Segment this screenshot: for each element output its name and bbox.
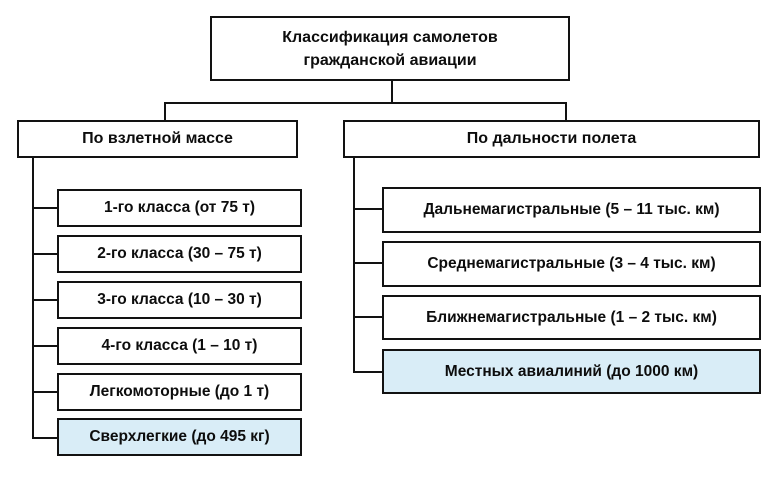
node-class-4: 4-го класса (1 – 10 т) xyxy=(57,327,302,365)
connector-right-drop xyxy=(565,102,567,122)
node-class-3: 3-го класса (10 – 30 т) xyxy=(57,281,302,319)
connector-right-spine xyxy=(353,157,355,373)
connector-right-stub-3 xyxy=(353,316,382,318)
connector-left-stub-1 xyxy=(32,207,57,209)
connector-left-spine xyxy=(32,157,34,439)
connector-bridge xyxy=(164,102,567,104)
connector-right-stub-4 xyxy=(353,371,382,373)
connector-title-drop xyxy=(391,80,393,104)
connector-left-stub-5 xyxy=(32,391,57,393)
root-title-line-2: гражданской авиации xyxy=(303,51,477,69)
branch-header-flight-range: По дальности полета xyxy=(343,120,760,158)
node-class-2: 2-го класса (30 – 75 т) xyxy=(57,235,302,273)
root-node-title: Классификация самолетов гражданской авиа… xyxy=(210,16,570,81)
node-ultralight: Сверхлегкие (до 495 кг) xyxy=(57,418,302,456)
connector-left-stub-6 xyxy=(32,437,57,439)
connector-right-stub-1 xyxy=(353,208,382,210)
connector-left-stub-3 xyxy=(32,299,57,301)
connector-left-drop xyxy=(164,102,166,122)
connector-left-stub-2 xyxy=(32,253,57,255)
node-medium-haul: Среднемагистральные (3 – 4 тыс. км) xyxy=(382,241,761,287)
node-long-haul: Дальнемагистральные (5 – 11 тыс. км) xyxy=(382,187,761,233)
root-title-line-1: Классификация самолетов xyxy=(282,28,498,46)
connector-right-stub-2 xyxy=(353,262,382,264)
connector-left-stub-4 xyxy=(32,345,57,347)
branch-header-takeoff-weight: По взлетной массе xyxy=(17,120,298,158)
node-local-airlines: Местных авиалиний (до 1000 км) xyxy=(382,349,761,394)
node-short-haul: Ближнемагистральные (1 – 2 тыс. км) xyxy=(382,295,761,340)
node-class-1: 1-го класса (от 75 т) xyxy=(57,189,302,227)
node-light-motor: Легкомоторные (до 1 т) xyxy=(57,373,302,411)
